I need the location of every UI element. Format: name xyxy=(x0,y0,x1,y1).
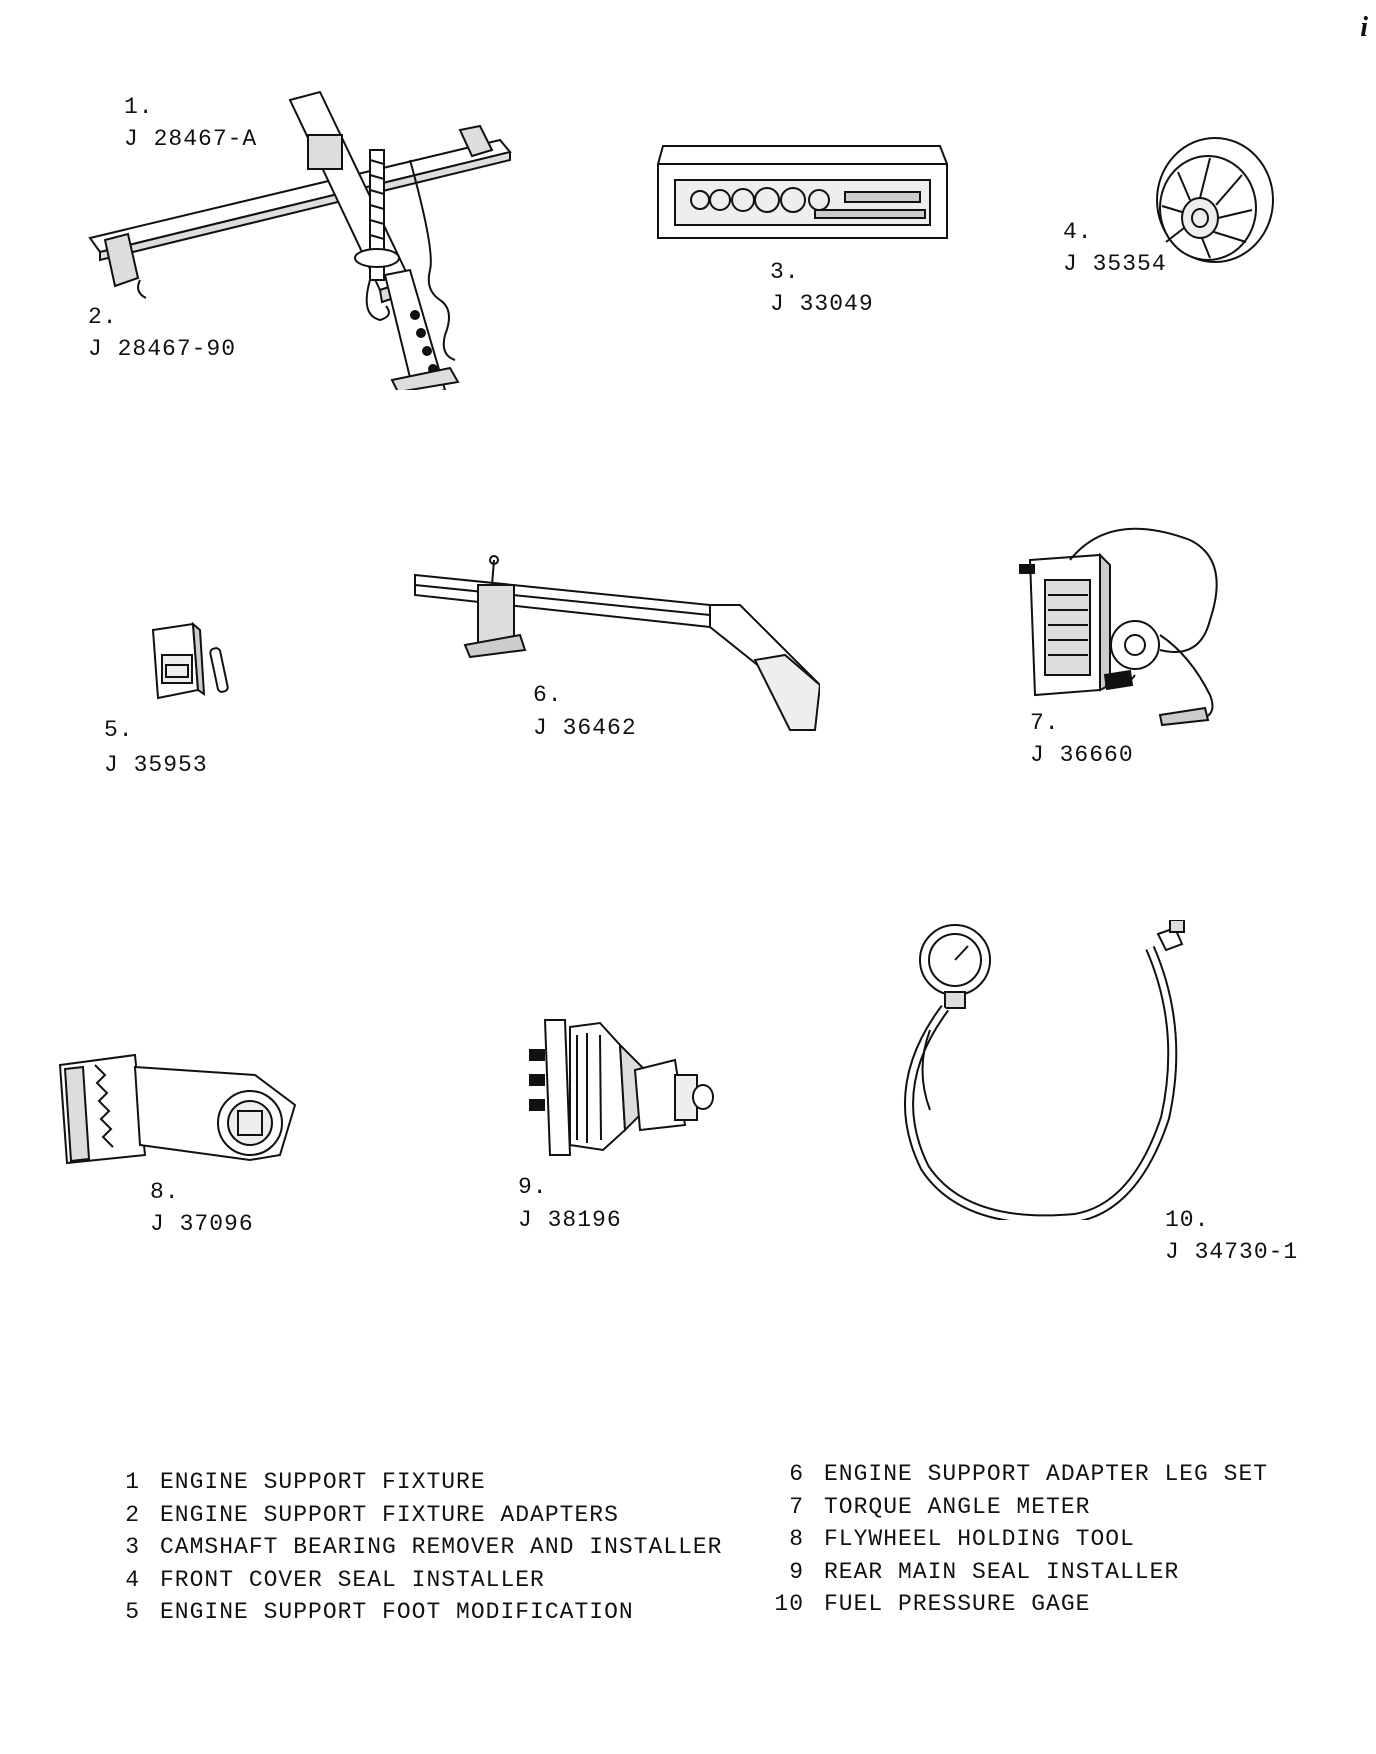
legend-item: 4 FRONT COVER SEAL INSTALLER xyxy=(100,1564,723,1597)
rear-main-seal-installer-illustration xyxy=(515,1015,715,1160)
legend-item-label: CAMSHAFT BEARING REMOVER AND INSTALLER xyxy=(160,1534,723,1560)
legend-item-number: 6 xyxy=(789,1461,804,1487)
adapter-leg-set-illustration xyxy=(410,555,820,740)
tool-4-number: 4. xyxy=(1063,219,1093,245)
legend-item-label: FLYWHEEL HOLDING TOOL xyxy=(824,1526,1135,1552)
legend-item-number: 5 xyxy=(125,1599,140,1625)
tool-6-part-number: J 36462 xyxy=(533,715,637,741)
legend-item: 1 ENGINE SUPPORT FIXTURE xyxy=(100,1466,723,1499)
legend-item: 2 ENGINE SUPPORT FIXTURE ADAPTERS xyxy=(100,1499,723,1532)
legend-item-label: ENGINE SUPPORT ADAPTER LEG SET xyxy=(824,1461,1269,1487)
torque-angle-meter-illustration xyxy=(1010,525,1310,740)
legend-item-number: 4 xyxy=(125,1566,140,1593)
tool-8-part-number: J 37096 xyxy=(150,1211,254,1237)
legend-item-label: TORQUE ANGLE METER xyxy=(824,1493,1091,1520)
tool-3-part-number: J 33049 xyxy=(770,291,874,317)
tool-6-number: 6. xyxy=(533,682,563,708)
legend-item-label: FUEL PRESSURE GAGE xyxy=(824,1591,1091,1617)
tool-2-number: 2. xyxy=(88,304,118,330)
legend-item: 10 FUEL PRESSURE GAGE xyxy=(764,1588,1268,1621)
tool-7-number: 7. xyxy=(1030,710,1060,736)
camshaft-bearing-kit-illustration xyxy=(655,140,950,245)
tool-5-number: 5. xyxy=(104,717,134,743)
legend-item-label: ENGINE SUPPORT FIXTURE ADAPTERS xyxy=(160,1501,619,1528)
tool-7-part-number: J 36660 xyxy=(1030,742,1134,768)
legend-item-label: ENGINE SUPPORT FOOT MODIFICATION xyxy=(160,1599,634,1625)
tool-9-number: 9. xyxy=(518,1174,548,1200)
tool-9-part-number: J 38196 xyxy=(518,1207,622,1233)
flywheel-holding-tool-illustration xyxy=(55,1045,305,1170)
legend-item-label: FRONT COVER SEAL INSTALLER xyxy=(160,1566,545,1593)
front-cover-seal-installer-illustration xyxy=(1150,130,1280,270)
engine-support-foot-modification-illustration xyxy=(148,620,238,715)
tool-1-number: 1. xyxy=(124,94,154,120)
legend-item-number: 1 xyxy=(125,1469,140,1495)
legend-item: 5 ENGINE SUPPORT FOOT MODIFICATION xyxy=(100,1596,723,1629)
tool-8-number: 8. xyxy=(150,1179,180,1205)
tool-3-number: 3. xyxy=(770,259,800,285)
legend-item-label: REAR MAIN SEAL INSTALLER xyxy=(824,1558,1180,1585)
legend-right-column: 6 ENGINE SUPPORT ADAPTER LEG SET 7 TORQUE … xyxy=(764,1458,1268,1621)
tool-4-part-number: J 35354 xyxy=(1063,251,1167,277)
legend-item-number: 8 xyxy=(789,1526,804,1552)
legend-item-number: 9 xyxy=(789,1558,804,1585)
legend-item: 3 CAMSHAFT BEARING REMOVER AND INSTALLER xyxy=(100,1531,723,1564)
corner-mark: i xyxy=(1360,12,1368,43)
engine-support-fixture-illustration xyxy=(80,80,550,390)
legend-item: 8 FLYWHEEL HOLDING TOOL xyxy=(764,1523,1268,1556)
tool-5-part-number: J 35953 xyxy=(104,752,208,778)
legend-item-number: 10 xyxy=(774,1591,804,1617)
tool-2-part-number: J 28467-90 xyxy=(88,336,237,362)
tool-1-part-number: J 28467-A xyxy=(124,126,258,152)
legend-item-number: 2 xyxy=(125,1501,140,1528)
legend-item-label: ENGINE SUPPORT FIXTURE xyxy=(160,1469,486,1495)
legend-item: 7 TORQUE ANGLE METER xyxy=(764,1491,1268,1524)
fuel-pressure-gage-illustration xyxy=(890,920,1230,1220)
tool-10-part-number: J 34730-1 xyxy=(1165,1239,1299,1265)
legend-item-number: 3 xyxy=(125,1534,140,1560)
legend-item-number: 7 xyxy=(789,1493,804,1520)
legend-item: 9 REAR MAIN SEAL INSTALLER xyxy=(764,1556,1268,1589)
legend-item: 6 ENGINE SUPPORT ADAPTER LEG SET xyxy=(764,1458,1268,1491)
tool-10-number: 10. xyxy=(1165,1207,1210,1233)
